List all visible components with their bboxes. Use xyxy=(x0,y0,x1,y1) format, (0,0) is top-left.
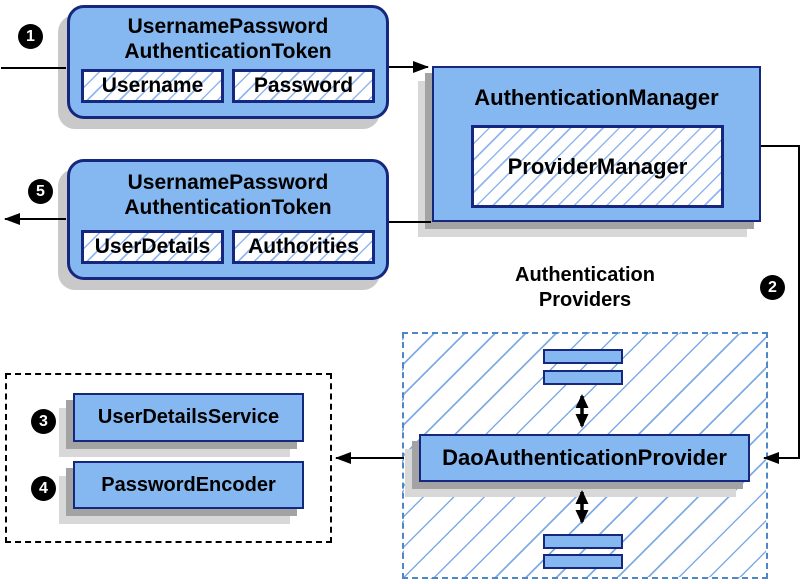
request-token-title-line2: AuthenticationToken xyxy=(124,40,332,63)
userdetails-field-label: UserDetails xyxy=(94,235,211,258)
password-encoder-box: PasswordEncoder xyxy=(73,461,304,509)
request-token-title: UsernamePassword AuthenticationToken xyxy=(70,8,386,64)
step-5-badge: 5 xyxy=(28,179,53,204)
result-token-title: UsernamePassword AuthenticationToken xyxy=(70,162,386,220)
provider-placeholder-bar-top-2 xyxy=(543,370,623,385)
password-encoder-label: PasswordEncoder xyxy=(101,473,276,496)
providers-heading-line1: Authentication xyxy=(515,264,655,286)
result-token-box: UsernamePassword AuthenticationToken Use… xyxy=(67,159,389,280)
request-token-box: UsernamePassword AuthenticationToken Use… xyxy=(67,5,389,119)
request-token-title-line1: UsernamePassword xyxy=(127,15,329,38)
providers-heading-line2: Providers xyxy=(538,289,632,311)
user-details-service-box: UserDetailsService xyxy=(73,393,304,442)
username-field: Username xyxy=(81,69,224,103)
providers-group-heading: Authentication Providers xyxy=(402,263,768,313)
user-details-service-label: UserDetailsService xyxy=(97,406,280,428)
provider-placeholder-bar-bottom-2 xyxy=(543,554,623,569)
step-1-badge: 1 xyxy=(18,24,43,49)
password-field: Password xyxy=(232,69,375,103)
dao-authentication-provider-box: DaoAuthenticationProvider xyxy=(419,434,750,482)
dao-authentication-provider-label: DaoAuthenticationProvider xyxy=(442,445,727,470)
password-field-label: Password xyxy=(253,74,354,97)
provider-placeholder-bar-bottom-1 xyxy=(543,534,623,549)
username-field-label: Username xyxy=(101,74,204,97)
provider-manager-box: ProviderManager xyxy=(471,125,724,208)
step-4-badge: 4 xyxy=(31,476,56,501)
result-token-title-line1: UsernamePassword xyxy=(127,171,329,194)
userdetails-field: UserDetails xyxy=(81,230,224,264)
request-token-fields: Username Password xyxy=(70,69,386,103)
result-token-fields: UserDetails Authorities xyxy=(70,230,386,264)
authorities-field: Authorities xyxy=(232,230,375,264)
authentication-manager-box: AuthenticationManager ProviderManager xyxy=(432,66,761,222)
authorities-field-label: Authorities xyxy=(248,235,359,258)
authentication-manager-title: AuthenticationManager xyxy=(474,85,719,110)
result-token-title-line2: AuthenticationToken xyxy=(124,196,332,219)
provider-placeholder-bar-top-1 xyxy=(543,349,623,364)
step-2-badge: 2 xyxy=(760,275,785,300)
provider-manager-label: ProviderManager xyxy=(507,153,688,179)
step-3-badge: 3 xyxy=(31,409,56,434)
